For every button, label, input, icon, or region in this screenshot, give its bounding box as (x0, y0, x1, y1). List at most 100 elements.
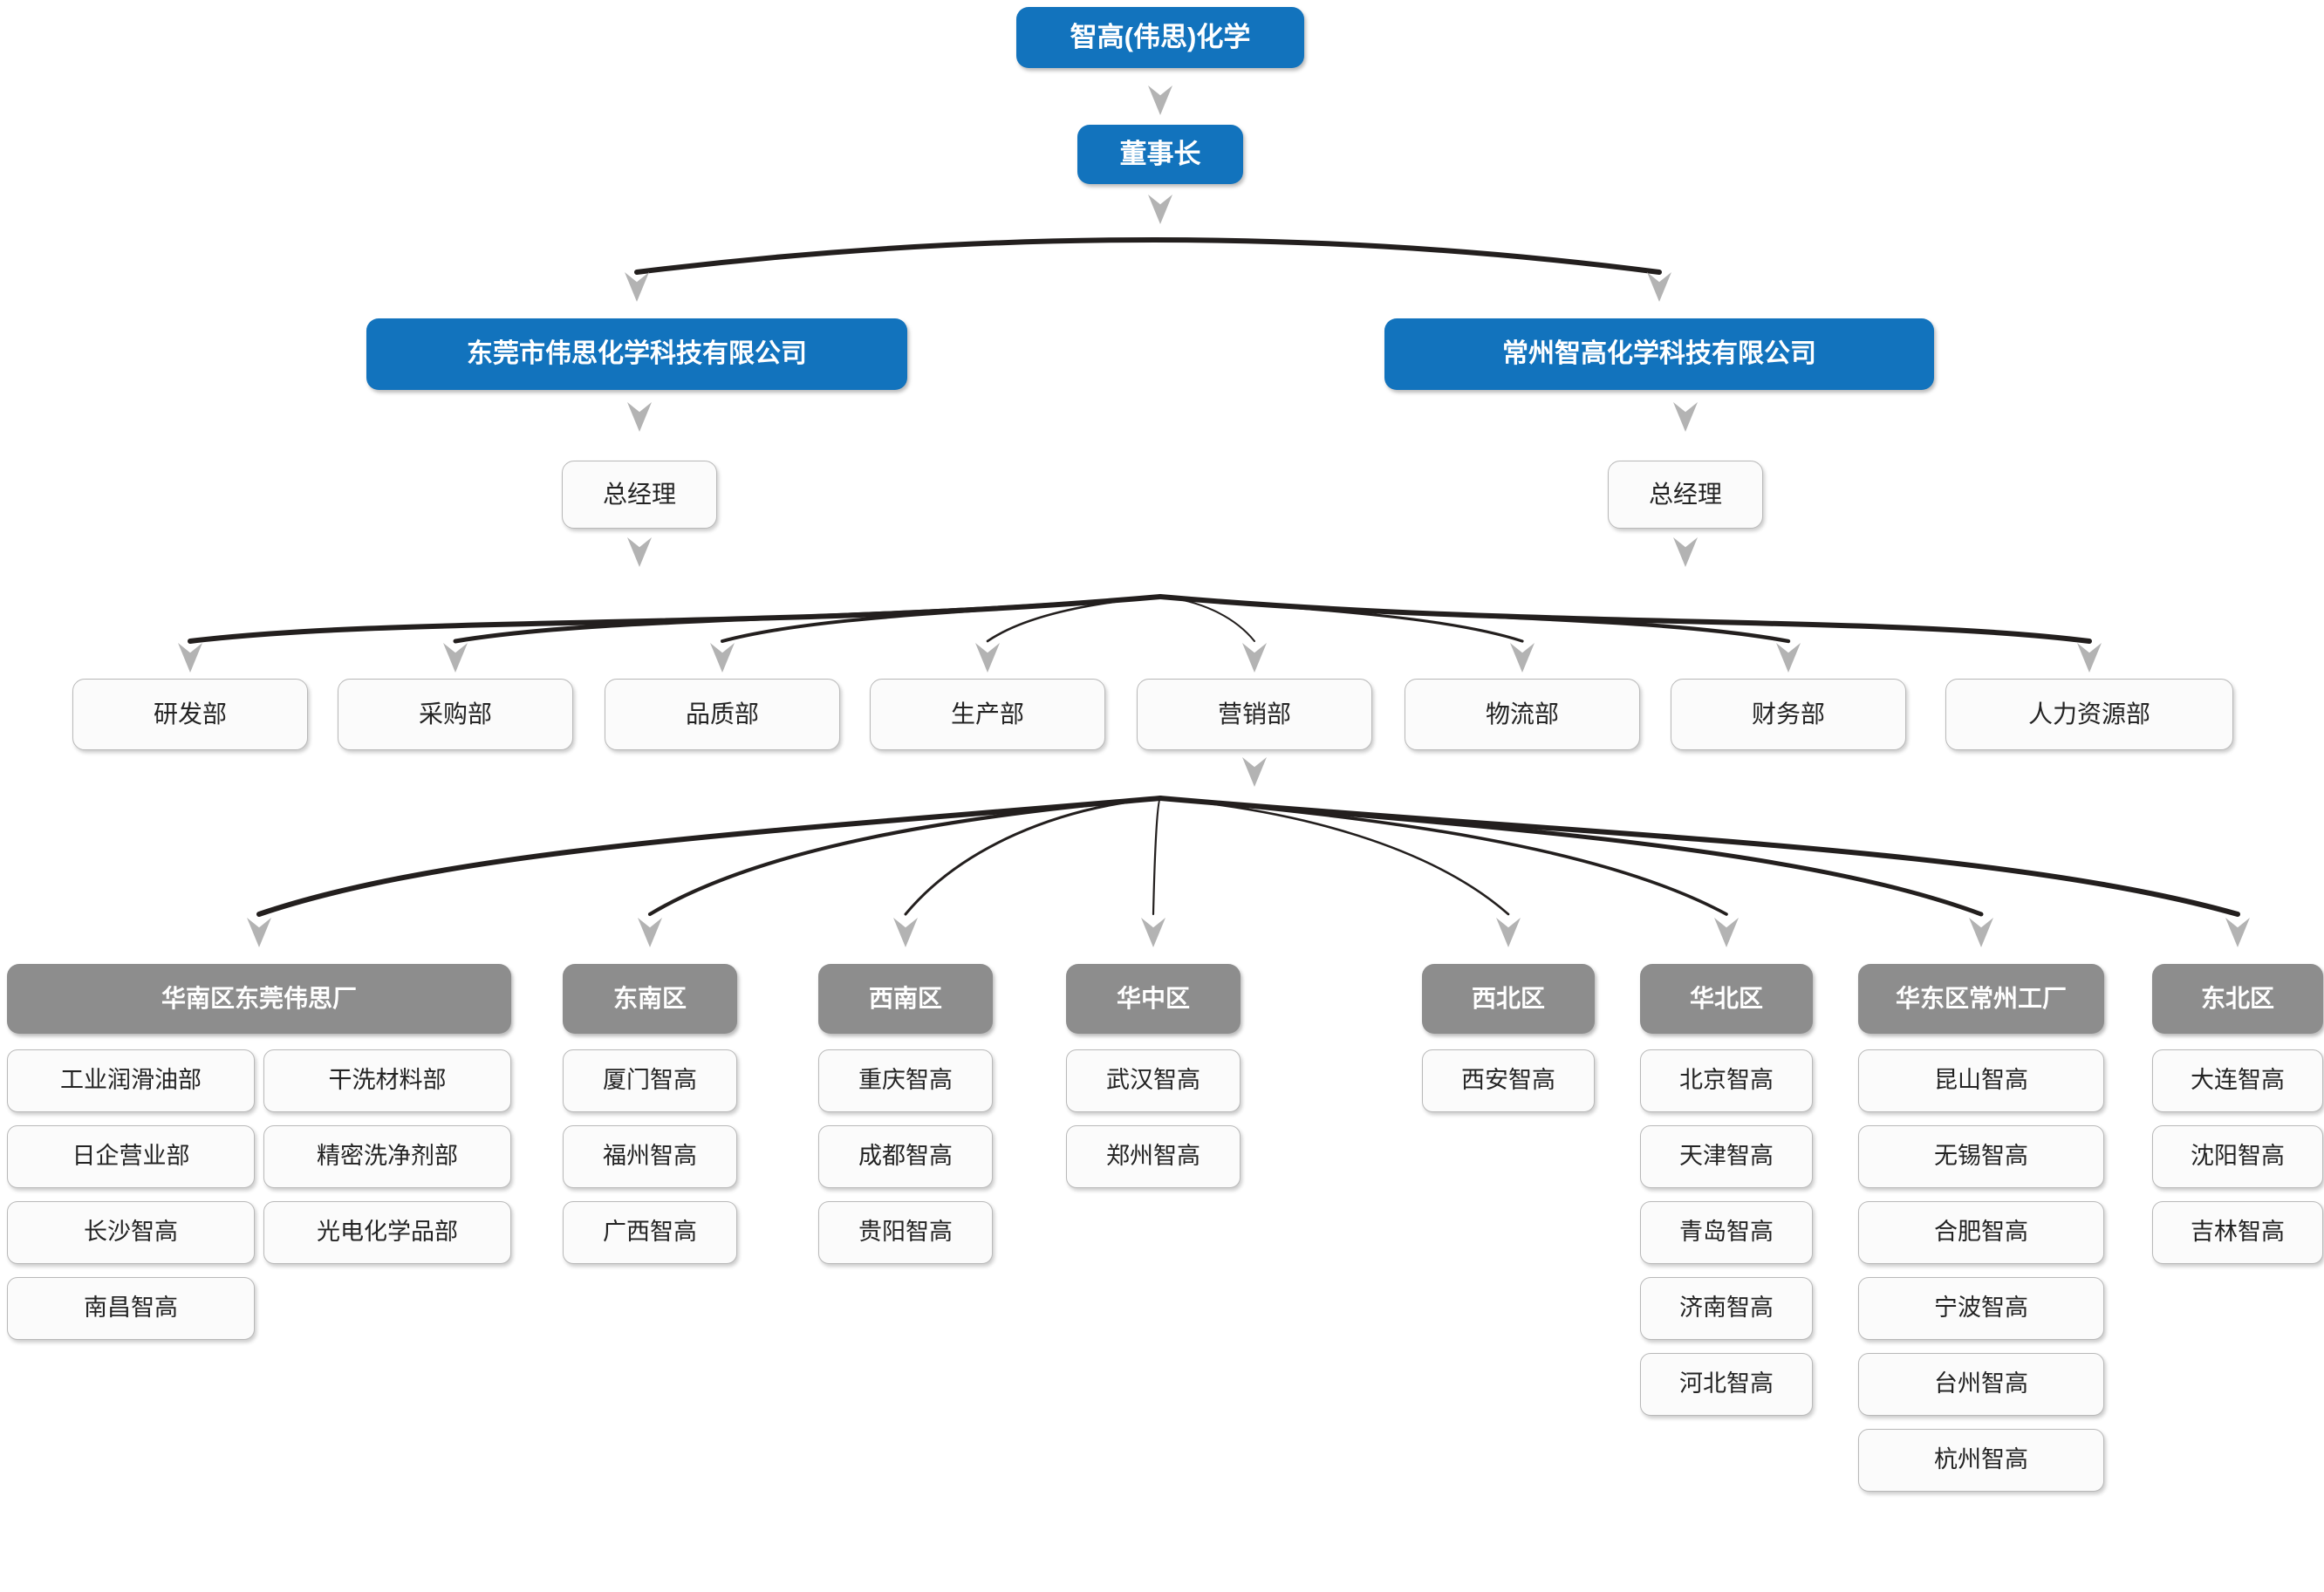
node-branch-7-3[interactable]: 合肥智高 (1858, 1201, 2104, 1264)
node-branch-2-3-label: 广西智高 (603, 1219, 697, 1246)
node-branch-6-5-label: 河北智高 (1679, 1370, 1774, 1397)
node-branch-3-1[interactable]: 重庆智高 (818, 1049, 993, 1112)
node-branch-1-1[interactable]: 工业润滑油部 (7, 1049, 255, 1112)
connector-curve (1159, 796, 1510, 916)
node-branch-6-1[interactable]: 北京智高 (1640, 1049, 1813, 1112)
node-branch-1-6[interactable]: 光电化学品部 (263, 1201, 511, 1264)
node-branch-1-3[interactable]: 日企营业部 (7, 1125, 255, 1188)
node-region-1[interactable]: 华南区东莞伟思厂 (7, 964, 511, 1034)
connector-curve (1158, 796, 1984, 917)
node-branch-7-4[interactable]: 宁波智高 (1858, 1277, 2104, 1340)
node-chairman-label: 董事长 (1119, 139, 1201, 170)
node-branch-1-3-label: 日企营业部 (72, 1143, 190, 1170)
node-branch-2-2-label: 福州智高 (603, 1143, 697, 1170)
node-department-8[interactable]: 人力资源部 (1945, 679, 2233, 750)
node-branch-4-2[interactable]: 郑州智高 (1066, 1125, 1241, 1188)
arrow-head-icon (1242, 757, 1267, 787)
node-branch-3-2[interactable]: 成都智高 (818, 1125, 993, 1188)
node-company-1[interactable]: 东莞市伟思化学科技有限公司 (366, 318, 907, 390)
node-branch-7-2[interactable]: 无锡智高 (1858, 1125, 2104, 1188)
node-branch-1-7[interactable]: 南昌智高 (7, 1277, 255, 1340)
node-branch-6-2-label: 天津智高 (1679, 1143, 1774, 1170)
node-branch-7-6[interactable]: 杭州智高 (1858, 1429, 2104, 1492)
connector-curve (1158, 594, 1791, 644)
node-general-manager-2[interactable]: 总经理 (1608, 461, 1763, 529)
node-branch-3-2-label: 成都智高 (858, 1143, 953, 1170)
node-branch-1-4[interactable]: 精密洗净剂部 (263, 1125, 511, 1188)
arrow-head-icon (443, 643, 468, 673)
node-branch-3-3[interactable]: 贵阳智高 (818, 1201, 993, 1264)
node-branch-5-1[interactable]: 西安智高 (1422, 1049, 1595, 1112)
node-branch-1-5-label: 长沙智高 (84, 1219, 178, 1246)
node-branch-8-1-label: 大连智高 (2191, 1067, 2285, 1094)
arrow-head-icon (1673, 402, 1698, 432)
node-branch-4-1[interactable]: 武汉智高 (1066, 1049, 1241, 1112)
node-branch-6-4[interactable]: 济南智高 (1640, 1277, 1813, 1340)
node-region-6-label: 华北区 (1689, 984, 1763, 1012)
node-department-7-label: 财务部 (1751, 700, 1825, 728)
node-branch-2-3[interactable]: 广西智高 (563, 1201, 737, 1264)
node-branch-7-2-label: 无锡智高 (1934, 1143, 2028, 1170)
node-branch-1-2-label: 干洗材料部 (328, 1067, 447, 1094)
node-region-6[interactable]: 华北区 (1640, 964, 1813, 1034)
node-department-2[interactable]: 采购部 (338, 679, 573, 750)
node-region-7[interactable]: 华东区常州工厂 (1858, 964, 2104, 1034)
node-branch-6-3-label: 青岛智高 (1679, 1219, 1774, 1246)
arrow-head-icon (627, 537, 652, 567)
node-chairman[interactable]: 董事长 (1077, 125, 1243, 184)
connector-curve (634, 237, 1662, 275)
node-branch-2-2[interactable]: 福州智高 (563, 1125, 737, 1188)
node-department-5-label: 营销部 (1217, 700, 1291, 728)
node-branch-2-1-label: 厦门智高 (603, 1067, 697, 1094)
node-general-manager-1[interactable]: 总经理 (562, 461, 717, 529)
node-branch-2-1[interactable]: 厦门智高 (563, 1049, 737, 1112)
node-department-6[interactable]: 物流部 (1405, 679, 1640, 750)
node-region-4[interactable]: 华中区 (1066, 964, 1241, 1034)
node-branch-6-3[interactable]: 青岛智高 (1640, 1201, 1813, 1264)
node-department-7[interactable]: 财务部 (1671, 679, 1906, 750)
node-department-8-label: 人力资源部 (2027, 700, 2150, 728)
node-branch-1-2[interactable]: 干洗材料部 (263, 1049, 511, 1112)
node-branch-8-2[interactable]: 沈阳智高 (2152, 1125, 2323, 1188)
node-region-8-label: 东北区 (2200, 984, 2274, 1012)
node-department-2-label: 采购部 (418, 700, 492, 728)
node-branch-6-4-label: 济南智高 (1679, 1295, 1774, 1322)
connector-curve (1158, 594, 2092, 644)
node-branch-6-5[interactable]: 河北智高 (1640, 1353, 1813, 1416)
node-branch-7-5-label: 台州智高 (1934, 1370, 2028, 1397)
arrow-head-icon (638, 918, 662, 947)
node-department-5[interactable]: 营销部 (1137, 679, 1372, 750)
node-region-8[interactable]: 东北区 (2152, 964, 2323, 1034)
node-branch-8-1[interactable]: 大连智高 (2152, 1049, 2323, 1112)
node-department-1[interactable]: 研发部 (72, 679, 308, 750)
node-branch-4-2-label: 郑州智高 (1106, 1143, 1200, 1170)
node-branch-7-5[interactable]: 台州智高 (1858, 1353, 2104, 1416)
node-branch-7-4-label: 宁波智高 (1934, 1295, 2028, 1322)
node-branch-8-3[interactable]: 吉林智高 (2152, 1201, 2323, 1264)
node-company-2-label: 常州智高化学科技有限公司 (1502, 338, 1816, 368)
connector-curve (256, 796, 1163, 917)
node-root[interactable]: 智高(伟思)化学 (1016, 7, 1304, 68)
connector-curve (1159, 796, 1728, 916)
node-region-3[interactable]: 西南区 (818, 964, 993, 1034)
arrow-head-icon (2077, 643, 2102, 673)
connector-curve (453, 594, 1163, 644)
node-region-2[interactable]: 东南区 (563, 964, 737, 1034)
arrow-head-icon (178, 643, 202, 673)
node-region-7-label: 华东区常州工厂 (1895, 984, 2067, 1012)
node-branch-7-1-label: 昆山智高 (1934, 1067, 2028, 1094)
node-branch-1-5[interactable]: 长沙智高 (7, 1201, 255, 1264)
node-branch-1-7-label: 南昌智高 (84, 1295, 178, 1322)
node-branch-6-2[interactable]: 天津智高 (1640, 1125, 1813, 1188)
node-department-4[interactable]: 生产部 (870, 679, 1105, 750)
node-region-5[interactable]: 西北区 (1422, 964, 1595, 1034)
node-company-2[interactable]: 常州智高化学科技有限公司 (1384, 318, 1934, 390)
node-branch-7-1[interactable]: 昆山智高 (1858, 1049, 2104, 1112)
arrow-head-icon (1673, 537, 1698, 567)
arrow-head-icon (1141, 918, 1165, 947)
connector-curve (1159, 596, 1255, 642)
node-department-3[interactable]: 品质部 (605, 679, 840, 750)
connector-curve (1152, 796, 1162, 916)
arrow-head-icon (247, 918, 271, 947)
